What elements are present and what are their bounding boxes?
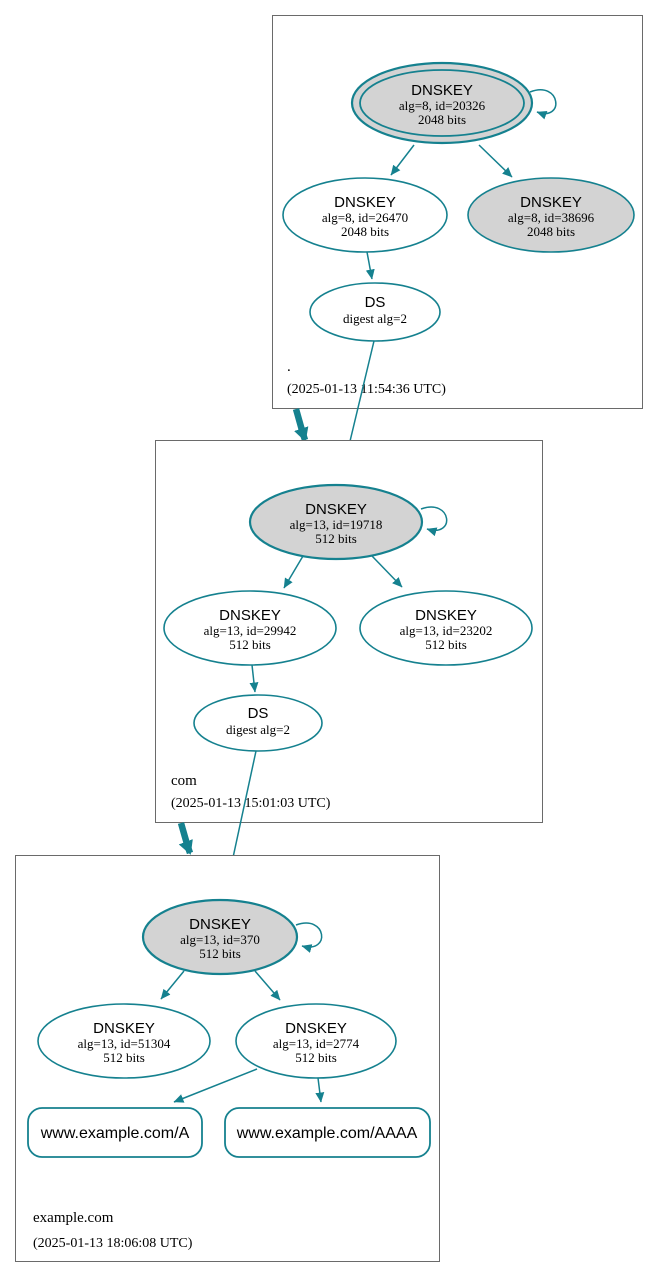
edge-delegation-root-to-com (292, 408, 309, 442)
ds-detail: digest alg=2 (226, 722, 290, 737)
rrset-node-www-aaaa[interactable]: www.example.com/AAAA (224, 1107, 431, 1158)
edge-com-zsk-to-ds (249, 664, 259, 693)
edge-example-zsk-to-rrset-a (173, 1068, 258, 1103)
dnskey-bits: 512 bits (315, 531, 357, 546)
dnskey-title: DNSKEY (93, 1020, 155, 1037)
zone-name-com: com (171, 773, 197, 789)
rrset-label: www.example.com/A (40, 1125, 190, 1142)
ds-node-root[interactable]: DS digest alg=2 (309, 282, 441, 342)
zone-timestamp-example-com: (2025-01-13 18:06:08 UTC) (33, 1236, 193, 1251)
zone-name-root: . (287, 359, 291, 375)
edge-example-ksk-selfsign (295, 922, 323, 953)
dnskey-alg: alg=13, id=2774 (273, 1036, 360, 1051)
dnskey-title: DNSKEY (520, 194, 582, 211)
edge-example-ksk-to-dnskey-51304 (160, 970, 185, 1000)
dnskey-node-370[interactable]: DNSKEY alg=13, id=370 512 bits (141, 898, 299, 976)
edge-delegation-com-to-example (177, 822, 194, 855)
edge-root-ksk-to-zsk (390, 144, 415, 176)
edge-root-zsk-to-ds (365, 251, 375, 280)
dnskey-node-51304[interactable]: DNSKEY alg=13, id=51304 512 bits (37, 1003, 211, 1079)
zone-root: . (2025-01-13 11:54:36 UTC) DNSKEY alg=8… (272, 15, 643, 484)
dnskey-bits: 512 bits (425, 637, 467, 652)
dnskey-title: DNSKEY (189, 916, 251, 933)
dnskey-alg: alg=8, id=26470 (322, 210, 408, 225)
dnskey-bits: 2048 bits (341, 224, 389, 239)
dnskey-title: DNSKEY (334, 194, 396, 211)
dnskey-title: DNSKEY (415, 607, 477, 624)
edge-root-ksk-selfsign (529, 89, 557, 120)
dnskey-node-2774[interactable]: DNSKEY alg=13, id=2774 512 bits (235, 1003, 397, 1079)
dnskey-alg: alg=13, id=29942 (204, 623, 297, 638)
dnskey-bits: 512 bits (103, 1050, 145, 1065)
zone-timestamp-com: (2025-01-13 15:01:03 UTC) (171, 796, 331, 811)
dnskey-bits: 2048 bits (418, 112, 466, 127)
dnskey-alg: alg=8, id=38696 (508, 210, 595, 225)
ds-title: DS (248, 705, 269, 722)
rrset-label: www.example.com/AAAA (236, 1125, 418, 1142)
dnskey-node-38696[interactable]: DNSKEY alg=8, id=38696 2048 bits (467, 177, 635, 253)
edge-com-ksk-selfsign (420, 506, 448, 537)
zone-example-com: example.com (2025-01-13 18:06:08 UTC) DN… (15, 855, 440, 1262)
dnskey-title: DNSKEY (219, 607, 281, 624)
dnskey-node-29942[interactable]: DNSKEY alg=13, id=29942 512 bits (163, 590, 337, 666)
dnskey-alg: alg=13, id=370 (180, 932, 260, 947)
dnskey-bits: 512 bits (295, 1050, 337, 1065)
dnskey-bits: 512 bits (199, 946, 241, 961)
edge-example-zsk-to-rrset-aaaa (315, 1077, 325, 1103)
zone-com: com (2025-01-13 15:01:03 UTC) DNSKEY alg… (155, 440, 543, 891)
edge-com-ksk-to-dnskey-23202 (371, 555, 403, 588)
dnskey-node-23202[interactable]: DNSKEY alg=13, id=23202 512 bits (359, 590, 533, 666)
dnskey-alg: alg=8, id=20326 (399, 98, 486, 113)
zone-name-example-com: example.com (33, 1210, 114, 1226)
ds-node-com[interactable]: DS digest alg=2 (193, 694, 323, 752)
edge-root-ksk-to-dnskey-38696 (478, 144, 513, 178)
dnskey-node-20326[interactable]: DNSKEY alg=8, id=20326 2048 bits (350, 61, 534, 145)
dnskey-node-19718[interactable]: DNSKEY alg=13, id=19718 512 bits (248, 483, 424, 561)
edge-com-ksk-to-zsk (283, 555, 304, 589)
ds-title: DS (365, 294, 386, 311)
ds-detail: digest alg=2 (343, 311, 407, 326)
dnskey-node-26470[interactable]: DNSKEY alg=8, id=26470 2048 bits (282, 177, 448, 253)
dnskey-bits: 2048 bits (527, 224, 575, 239)
dnskey-alg: alg=13, id=19718 (290, 517, 383, 532)
dnskey-title: DNSKEY (285, 1020, 347, 1037)
rrset-node-www-a[interactable]: www.example.com/A (27, 1107, 203, 1158)
dnskey-alg: alg=13, id=51304 (78, 1036, 171, 1051)
dnskey-title: DNSKEY (305, 501, 367, 518)
zone-timestamp-root: (2025-01-13 11:54:36 UTC) (287, 382, 446, 397)
dnskey-title: DNSKEY (411, 82, 473, 99)
dnskey-alg: alg=13, id=23202 (400, 623, 493, 638)
dnskey-bits: 512 bits (229, 637, 271, 652)
edge-example-ksk-to-dnskey-2774 (254, 970, 281, 1001)
